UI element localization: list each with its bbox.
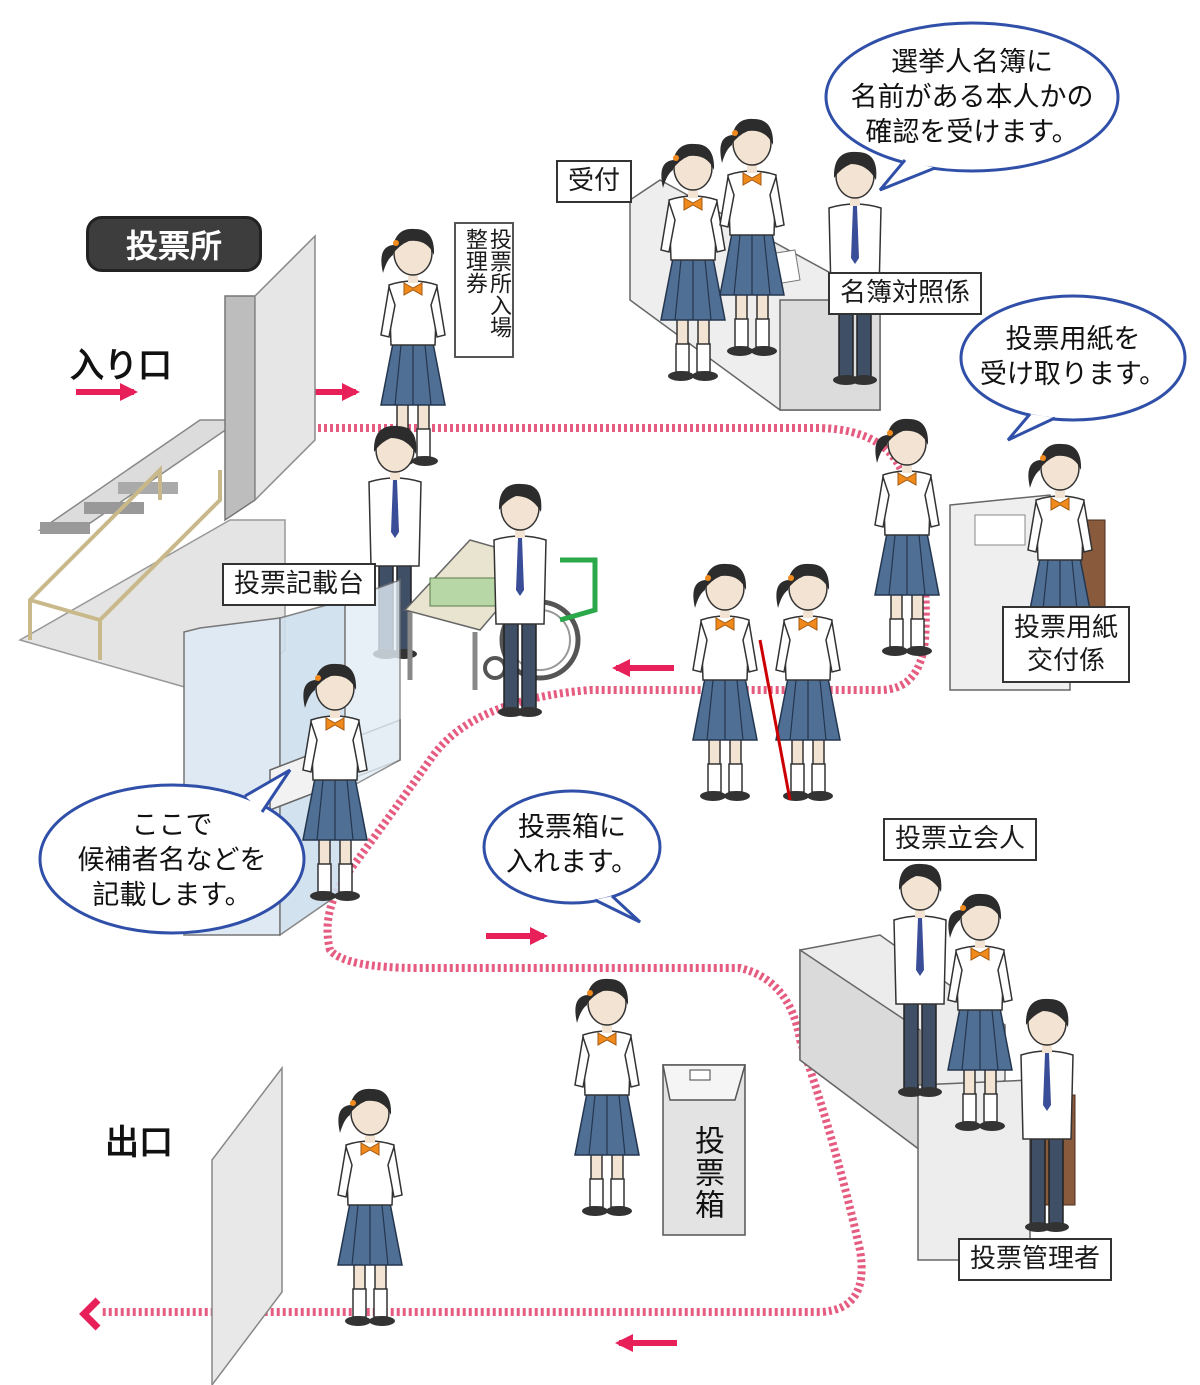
bubble-roster-check (824, 21, 1120, 192)
visually-impaired-voter (775, 563, 841, 802)
exit-label: 出口 (105, 1123, 173, 1163)
bubble-line: 確認を受けます。 (865, 117, 1079, 149)
voter-guide (692, 563, 758, 802)
bubble-receive-ballot (959, 294, 1187, 442)
label-manager: 投票管理者 (958, 1238, 1113, 1282)
label-ballot-issuer: 投票用紙 交付係 (1002, 606, 1131, 683)
direction-arrow (615, 1334, 677, 1352)
bubble-line: 候補者名などを (77, 845, 267, 877)
bubble-insert-box (482, 789, 662, 924)
ballot-box-label: 投票箱 (689, 1125, 724, 1221)
direction-arrow (612, 659, 674, 677)
voter-casting-ballot (574, 978, 640, 1217)
admission-ticket: 投票所入場整理券 (454, 222, 514, 358)
bubble-receive-ballot-text: 投票用紙を 受け取ります。 (963, 322, 1183, 392)
bubble-line: 入れます。 (505, 847, 639, 879)
entrance-door (224, 234, 316, 522)
exit-door (211, 1065, 283, 1385)
bubble-line: 投票箱に (518, 812, 626, 843)
bubble-line: 記載します。 (92, 880, 252, 912)
bubble-write-here-text: ここで 候補者名などを 記載します。 (42, 808, 302, 913)
bubble-write-here (38, 768, 306, 935)
label-ballot-issuer-line2: 交付係 (1027, 645, 1106, 676)
bubble-line: ここで (131, 810, 213, 841)
label-ballot-issuer-line1: 投票用紙 (1014, 613, 1119, 643)
white-cane (758, 639, 792, 801)
bubble-line: 名前がある本人かの (850, 82, 1094, 114)
ballot-box (662, 1064, 746, 1236)
exit-arrowhead (79, 1297, 101, 1331)
polling-station-title: 投票所 (86, 216, 262, 272)
bubble-line: 受け取ります。 (979, 359, 1167, 391)
bubble-line: 選挙人名簿に (891, 47, 1053, 78)
wheelchair-voter (493, 483, 547, 718)
bubble-line: 投票用紙を (1005, 324, 1141, 355)
label-writing-desk: 投票記載台 (222, 563, 377, 607)
bubble-insert-box-text: 投票箱に 入れます。 (487, 810, 657, 880)
bubble-roster-check-text: 選挙人名簿に 名前がある本人かの 確認を受けます。 (836, 45, 1108, 150)
voter-exiting (337, 1088, 403, 1327)
entrance-label: 入り口 (70, 346, 172, 386)
label-roster-clerk: 名簿対照係 (828, 272, 983, 316)
label-observers: 投票立会人 (883, 818, 1038, 862)
direction-arrow (486, 927, 548, 945)
label-reception: 受付 (556, 160, 633, 204)
